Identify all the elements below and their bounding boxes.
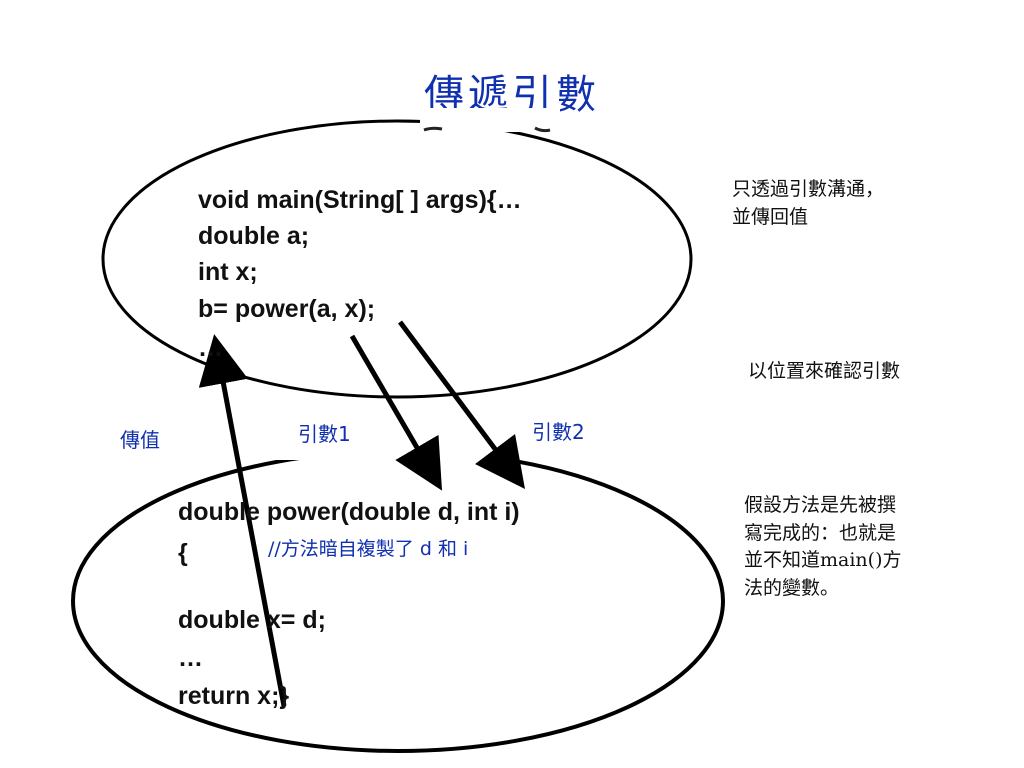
- caller-code-line-3: int x;: [198, 258, 258, 286]
- copy-comment: //方法暗自複製了 d 和 i: [268, 538, 469, 560]
- note-assumption-line-3: 並不知道main()方: [744, 549, 902, 572]
- callee-code-line-4: …: [178, 644, 203, 672]
- callee-code-line-2: {: [178, 539, 188, 567]
- callee-code-line-1: double power(double d, int i): [178, 498, 520, 526]
- note-communicate-line-2: 並傳回值: [732, 205, 809, 228]
- note-assumption-line-1: 假設方法是先被撰: [744, 494, 897, 516]
- caller-code-line-2: double a;: [198, 222, 310, 250]
- caller-code-line-5: …: [198, 334, 223, 362]
- note-assumption: 假設方法是先被撰 寫完成的：也就是 並不知道main()方 法的變數。: [744, 492, 901, 602]
- callee-ellipse: [71, 449, 725, 753]
- callee-code-line-5: return x;}: [178, 682, 290, 710]
- return-arrow: [198, 334, 287, 707]
- callee-code-line-3: double x= d;: [178, 606, 326, 634]
- note-position: 以位置來確認引數: [748, 360, 901, 382]
- note-communicate-line-1: 只透過引數溝通，: [732, 178, 885, 200]
- caller-code-line-1: void main(String[ ] args){…: [198, 186, 522, 214]
- artifact-mark: [423, 126, 443, 132]
- artifact-mark: [534, 126, 551, 133]
- arg1-arrow: [349, 334, 443, 491]
- note-assumption-line-4: 法的變數。: [744, 576, 840, 599]
- caller-code-line-4: b= power(a, x);: [198, 295, 376, 323]
- label-mask: [110, 420, 640, 460]
- caller-ellipse: [101, 119, 693, 399]
- return-value-label: 傳值: [120, 428, 160, 452]
- arg1-label: 引數1: [298, 422, 351, 446]
- note-communicate: 只透過引數溝通， 並傳回值: [732, 176, 884, 231]
- note-assumption-line-2: 寫完成的：也就是: [744, 521, 897, 544]
- arg2-arrow: [397, 320, 525, 490]
- arg2-label: 引數2: [532, 420, 585, 444]
